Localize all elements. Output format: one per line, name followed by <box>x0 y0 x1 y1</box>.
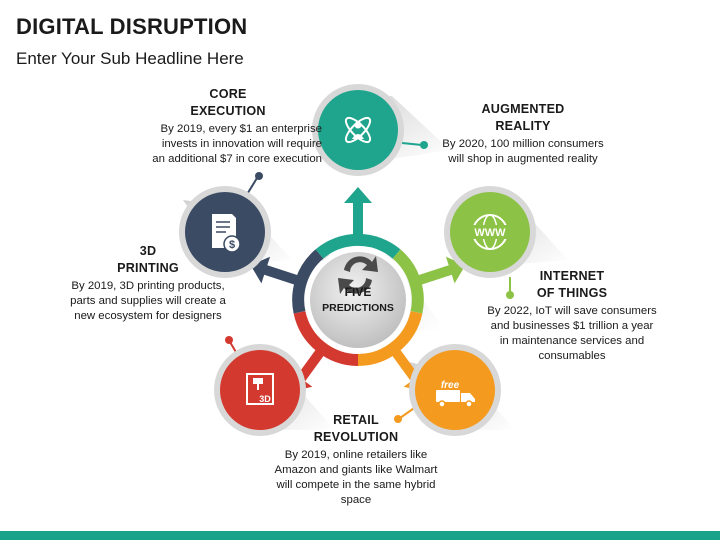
augmented-reality-text-1: By 2020, 100 million consumers <box>442 138 604 150</box>
navy-circle-node: $ <box>179 186 271 278</box>
internet-of-things-title-2: OF THINGS <box>536 286 608 300</box>
page-subtitle: Enter Your Sub Headline Here <box>16 49 244 68</box>
core-execution-text-2: invests in innovation will require <box>161 138 322 150</box>
red-circle-node: 3D <box>214 344 306 436</box>
navy-arrow <box>250 256 301 286</box>
retail-revolution-text-2: Amazon and giants like Walmart <box>274 464 438 476</box>
document-dollar-icon: $ <box>212 214 241 253</box>
atom-person-icon <box>344 116 372 144</box>
3d-printing-title-2: PRINTING <box>117 261 179 275</box>
connectors <box>225 141 514 423</box>
augmented-reality-title-2: REALITY <box>495 119 551 133</box>
teal-circle-node <box>312 84 404 176</box>
center-label-line1: FIVE <box>345 285 372 299</box>
3d-printing-block: 3D PRINTING By 2019, 3D printing product… <box>58 243 238 324</box>
retail-revolution-text-3: will compete in the same hybrid <box>276 479 436 491</box>
orange-circle-node: free <box>409 344 501 436</box>
core-execution-title-1: CORE <box>209 87 247 101</box>
cycle-arrows-icon <box>338 256 378 294</box>
retail-revolution-title-2: REVOLUTION <box>313 430 399 444</box>
core-execution-text-1: By 2019, every $1 an enterprise <box>160 123 322 135</box>
internet-of-things-text-3: in maintenance services and <box>499 335 645 347</box>
retail-revolution-block: RETAIL REVOLUTION By 2019, online retail… <box>256 412 456 508</box>
teal-arrow <box>344 187 372 238</box>
green-arrow <box>415 256 466 286</box>
red-connector-dot <box>225 336 233 344</box>
teal-connector-dot <box>420 141 428 149</box>
center-disc <box>310 252 406 348</box>
core-execution-title-2: EXECUTION <box>190 104 266 118</box>
internet-of-things-text-1: By 2022, IoT will save consumers <box>487 305 657 317</box>
svg-text:3D: 3D <box>259 394 271 404</box>
3d-printing-text-3: new ecosystem for designers <box>74 310 222 322</box>
3d-printing-text-1: By 2019, 3D printing products, <box>71 280 225 292</box>
retail-revolution-text-4: space <box>340 494 372 506</box>
core-execution-block: CORE EXECUTION By 2019, every $1 an ente… <box>128 86 328 167</box>
svg-text:$: $ <box>229 239 235 251</box>
page-title: DIGITAL DISRUPTION <box>16 14 248 39</box>
retail-revolution-text-1: By 2019, online retailers like <box>284 449 428 461</box>
center-label-line2: PREDICTIONS <box>322 302 394 314</box>
globe-www-icon: WWW <box>471 214 509 250</box>
bottom-accent-bar <box>0 531 720 540</box>
internet-of-things-block: INTERNET OF THINGS By 2022, IoT will sav… <box>472 268 672 364</box>
3d-printer-icon: 3D <box>246 373 274 405</box>
green-circle-node: WWW <box>444 186 536 278</box>
green-connector-dot <box>506 291 514 299</box>
internet-of-things-text-2: and businesses $1 trillion a year <box>490 320 654 332</box>
orange-connector-dot <box>394 415 402 423</box>
center-ring: FIVE PREDICTIONS <box>292 234 424 366</box>
internet-of-things-text-4: consumables <box>538 350 606 362</box>
augmented-reality-block: AUGMENTED REALITY By 2020, 100 million c… <box>428 101 618 167</box>
augmented-reality-text-2: will shop in augmented reality <box>448 153 598 165</box>
svg-text:WWW: WWW <box>474 227 506 239</box>
internet-of-things-title-1: INTERNET <box>539 269 605 283</box>
augmented-reality-title-1: AUGMENTED <box>481 102 565 116</box>
core-execution-text-3: an additional $7 in core execution <box>152 153 322 165</box>
3d-printing-title-1: 3D <box>139 244 157 258</box>
svg-text:free: free <box>441 380 460 391</box>
retail-revolution-title-1: RETAIL <box>333 413 379 427</box>
delivery-truck-icon: free <box>436 380 475 408</box>
navy-connector-dot <box>255 172 263 180</box>
3d-printing-text-2: parts and supplies will create a <box>70 295 226 307</box>
